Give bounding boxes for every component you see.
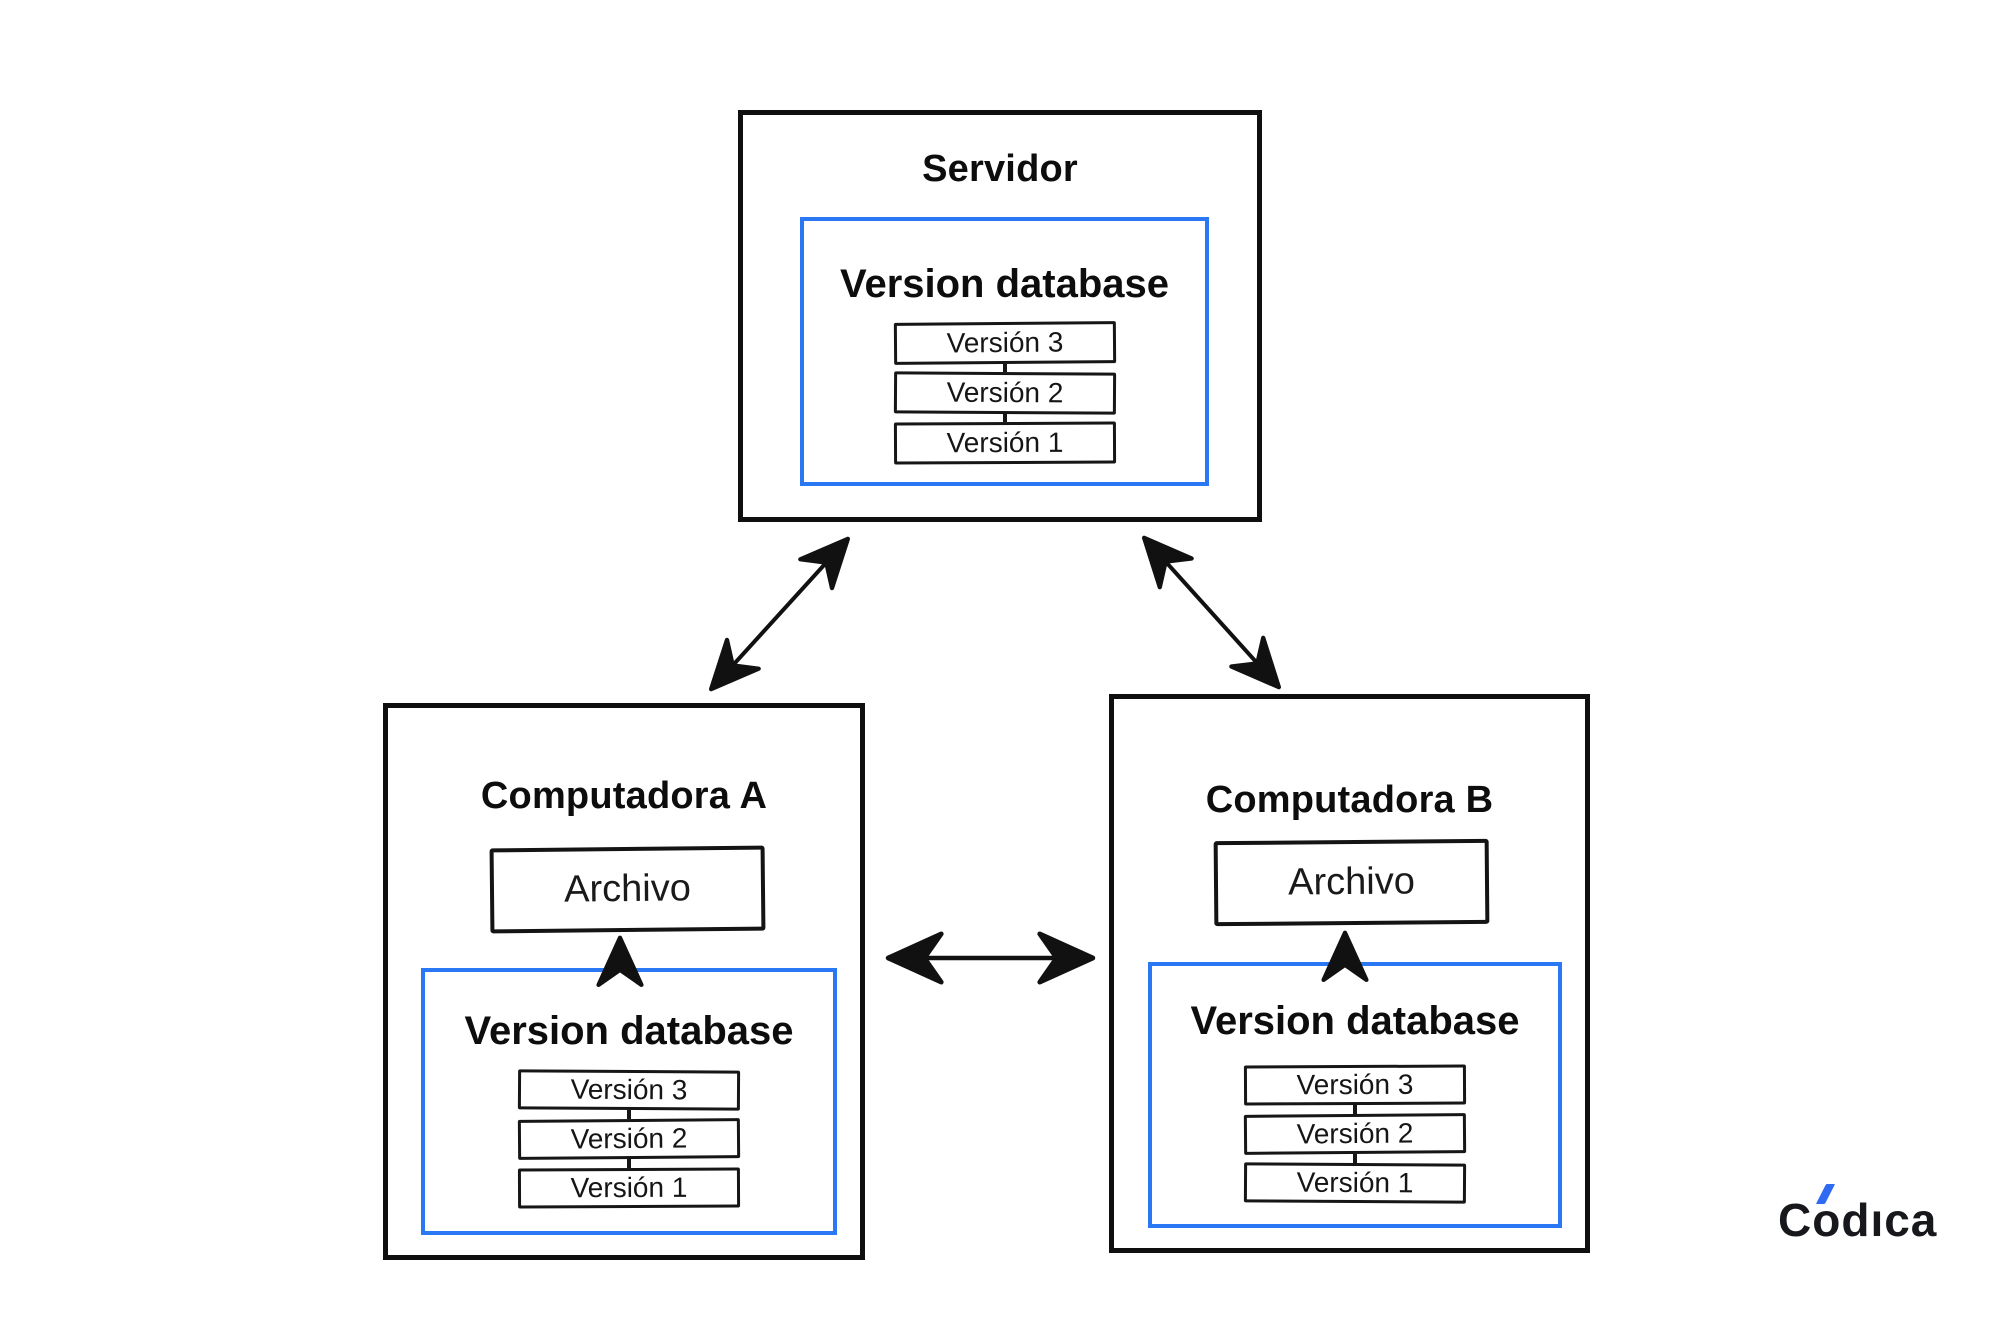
version-connector bbox=[1003, 364, 1007, 372]
version-connector bbox=[1353, 1154, 1357, 1163]
version-connector bbox=[1353, 1105, 1357, 1114]
computer-a-title: Computadora A bbox=[480, 775, 768, 817]
computer-b-version-database-box: Version database Versión 3 Versión 2 Ver… bbox=[1148, 962, 1562, 1228]
server-version-1: Versión 1 bbox=[893, 421, 1117, 465]
computer-a-version-1: Versión 1 bbox=[517, 1167, 741, 1209]
logo-accented-o: o bbox=[1812, 1184, 1841, 1247]
computer-a-version-stack: Versión 3 Versión 2 Versión 1 bbox=[517, 1069, 741, 1209]
version-connector bbox=[1003, 414, 1007, 422]
computer-b-box: Computadora B Archivo Version database V… bbox=[1109, 694, 1590, 1253]
server-version-3: Versión 3 bbox=[893, 321, 1117, 365]
computer-a-box: Computadora A Archivo Version database V… bbox=[383, 703, 865, 1260]
server-title: Servidor bbox=[922, 148, 1078, 190]
computer-a-version-2: Versión 2 bbox=[517, 1118, 741, 1160]
server-version-stack: Versión 3 Versión 2 Versión 1 bbox=[893, 321, 1117, 465]
logo-text-post: dıca bbox=[1841, 1194, 1938, 1246]
server-version-database-box: Version database Versión 3 Versión 2 Ver… bbox=[800, 217, 1209, 486]
computer-b-version-1: Versión 1 bbox=[1243, 1162, 1467, 1204]
computer-b-version-3: Versión 3 bbox=[1243, 1064, 1467, 1106]
server-box: Servidor Version database Versión 3 Vers… bbox=[738, 110, 1262, 522]
computer-b-version-2: Versión 2 bbox=[1243, 1113, 1467, 1155]
computer-a-version-3: Versión 3 bbox=[517, 1069, 741, 1111]
sync-arrow-server-computer-b bbox=[1141, 535, 1282, 690]
computer-b-version-database-heading: Version database bbox=[1190, 999, 1520, 1043]
computer-b-version-stack: Versión 3 Versión 2 Versión 1 bbox=[1243, 1064, 1467, 1204]
server-version-database-heading: Version database bbox=[839, 262, 1170, 306]
sync-arrow-server-computer-a bbox=[708, 536, 851, 692]
version-connector bbox=[627, 1159, 631, 1168]
computer-a-version-database-box: Version database Versión 3 Versión 2 Ver… bbox=[421, 968, 837, 1235]
server-version-2: Versión 2 bbox=[893, 371, 1117, 415]
logo-text-pre: C bbox=[1778, 1194, 1813, 1246]
computer-a-version-database-heading: Version database bbox=[464, 1009, 794, 1053]
version-connector bbox=[627, 1110, 631, 1119]
computer-b-title: Computadora B bbox=[1205, 779, 1494, 821]
computer-b-file-box: Archivo bbox=[1213, 838, 1490, 927]
computer-a-file-box: Archivo bbox=[489, 845, 766, 934]
